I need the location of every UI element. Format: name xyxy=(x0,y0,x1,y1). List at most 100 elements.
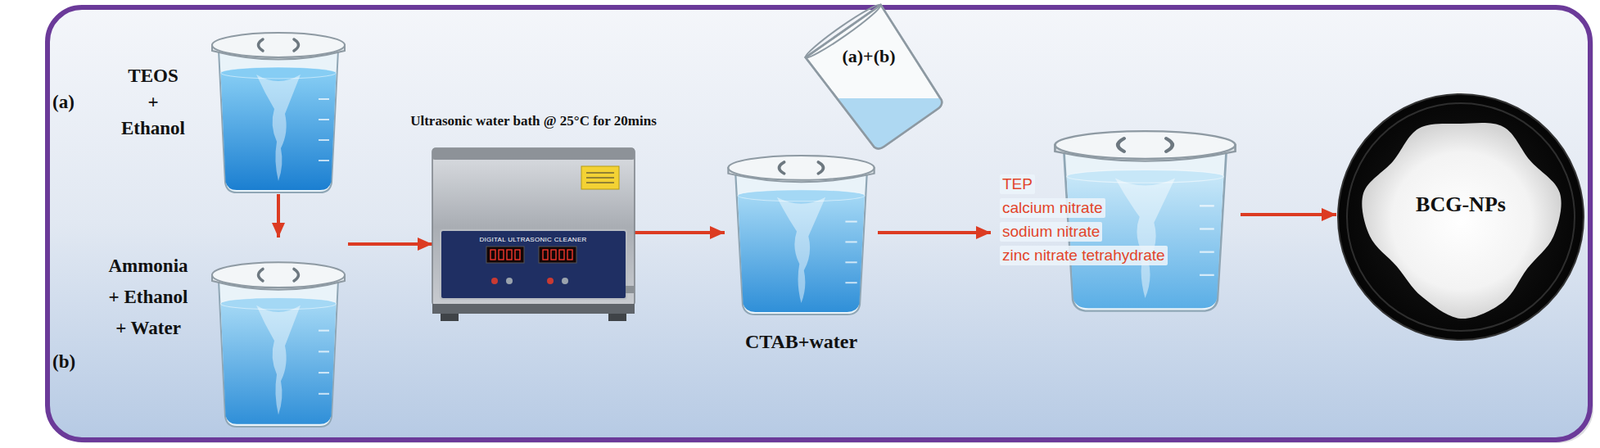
sticker-line xyxy=(586,182,615,184)
flow-arrow xyxy=(877,230,991,235)
beaker-liquid xyxy=(790,98,959,164)
warning-sticker xyxy=(581,166,620,190)
device-foot xyxy=(608,313,627,321)
drain-valve xyxy=(625,285,635,294)
flow-arrow xyxy=(634,230,725,235)
led-digit xyxy=(490,249,496,260)
beaker-liquid xyxy=(221,72,337,190)
node-art xyxy=(1050,122,1240,313)
liquid-vortex xyxy=(256,305,301,416)
precursor-beaker: TEP calcium nitrate sodium nitrate zinc nit… xyxy=(990,122,1241,313)
part-label: (a) xyxy=(52,90,75,115)
graduation-mark xyxy=(845,281,857,284)
beaker-lid xyxy=(212,32,345,58)
graduation-mark xyxy=(1199,227,1215,230)
graduation-mark xyxy=(318,159,330,162)
node-art xyxy=(724,148,878,317)
beaker-lid xyxy=(727,155,874,181)
graduation-mark xyxy=(318,139,330,141)
graduation-mark xyxy=(1199,274,1215,276)
node-art xyxy=(208,25,349,195)
beaker-liquid xyxy=(737,195,865,312)
liquid-surface xyxy=(221,67,337,79)
dish xyxy=(1337,94,1584,340)
beaker-liquid xyxy=(221,303,337,425)
reagent-beaker: Ammonia + Ethanol + Water xyxy=(208,237,349,429)
node-art xyxy=(208,254,349,429)
node-art xyxy=(1336,92,1586,342)
led-digit xyxy=(498,249,504,260)
part-label: (b) xyxy=(52,349,76,375)
reagent-beaker: TEOS + Ethanol xyxy=(208,25,349,195)
node-label: Ultrasonic water bath @ 25°C for 20mins xyxy=(410,112,657,131)
panel-text: DIGITAL ULTRASONIC CLEANER xyxy=(479,235,587,245)
panel-button xyxy=(561,277,569,285)
control-panel xyxy=(440,230,627,299)
lid-handle xyxy=(1166,138,1172,152)
graduation-mark xyxy=(1199,204,1215,207)
liquid-surface xyxy=(737,189,865,202)
led-digit xyxy=(515,249,520,260)
flow-arrow xyxy=(348,242,433,246)
graduation-mark xyxy=(318,118,330,121)
graduation-mark xyxy=(318,329,330,332)
beaker-glass xyxy=(218,280,339,427)
led-display xyxy=(538,246,577,263)
node-art xyxy=(790,1,959,155)
flow-arrow xyxy=(276,194,281,238)
node-label: calcium nitrate xyxy=(999,198,1106,218)
sticker-line xyxy=(586,177,615,179)
dish-rim xyxy=(1346,103,1575,331)
beaker-liquid xyxy=(1066,176,1225,308)
led-digit xyxy=(559,249,565,260)
liquid-vortex xyxy=(256,74,301,181)
led-digit xyxy=(551,249,556,260)
lid-handle xyxy=(1117,138,1124,152)
lid-handle xyxy=(779,162,785,174)
liquid-vortex xyxy=(777,197,826,303)
beaker-glass xyxy=(735,172,868,315)
panel-button xyxy=(491,277,498,285)
sticker-line xyxy=(586,172,615,174)
ctab-beaker: CTAB+water xyxy=(724,148,878,317)
panel-button xyxy=(506,277,513,285)
graduation-mark xyxy=(845,261,857,263)
lid-handle xyxy=(258,268,264,281)
flow-arrow xyxy=(1240,212,1337,217)
pouring-beaker: (a)+(b) xyxy=(790,1,959,155)
liquid-surface xyxy=(1066,169,1225,183)
led-digit xyxy=(567,249,573,260)
graduation-mark xyxy=(845,221,857,223)
graduation-mark xyxy=(318,393,330,395)
graduation-mark xyxy=(1199,251,1215,254)
liquid-surface xyxy=(221,297,337,309)
lid-handle xyxy=(818,162,823,174)
led-digit xyxy=(542,249,548,260)
node-label: Ammonia + Ethanol + Water xyxy=(108,250,188,344)
graduation-mark xyxy=(845,240,857,243)
lid-handle xyxy=(293,268,299,281)
lid-handle xyxy=(293,39,299,51)
graduation-mark xyxy=(318,98,330,100)
node-label: sodium nitrate xyxy=(999,221,1103,242)
node-label: zinc nitrate tetrahydrate xyxy=(999,245,1168,266)
node-label: CTAB+water xyxy=(745,329,858,353)
beaker-lid xyxy=(212,262,345,288)
beaker-glass xyxy=(218,49,339,193)
device-base xyxy=(432,303,635,314)
beaker-lid xyxy=(1054,131,1235,159)
beaker-outline xyxy=(805,4,949,154)
device-body xyxy=(432,148,635,306)
graduation-mark xyxy=(318,350,330,353)
powder-pile xyxy=(1361,122,1561,319)
device-lid xyxy=(432,148,635,160)
node-label: TEP xyxy=(999,174,1036,195)
led-digit xyxy=(506,249,512,260)
led-display xyxy=(486,246,525,263)
product-dish: BCG-NPs xyxy=(1336,92,1586,342)
graduation-mark xyxy=(318,371,330,374)
ultrasonic-bath: Ultrasonic water bath @ 25°C for 20mins xyxy=(432,148,635,323)
